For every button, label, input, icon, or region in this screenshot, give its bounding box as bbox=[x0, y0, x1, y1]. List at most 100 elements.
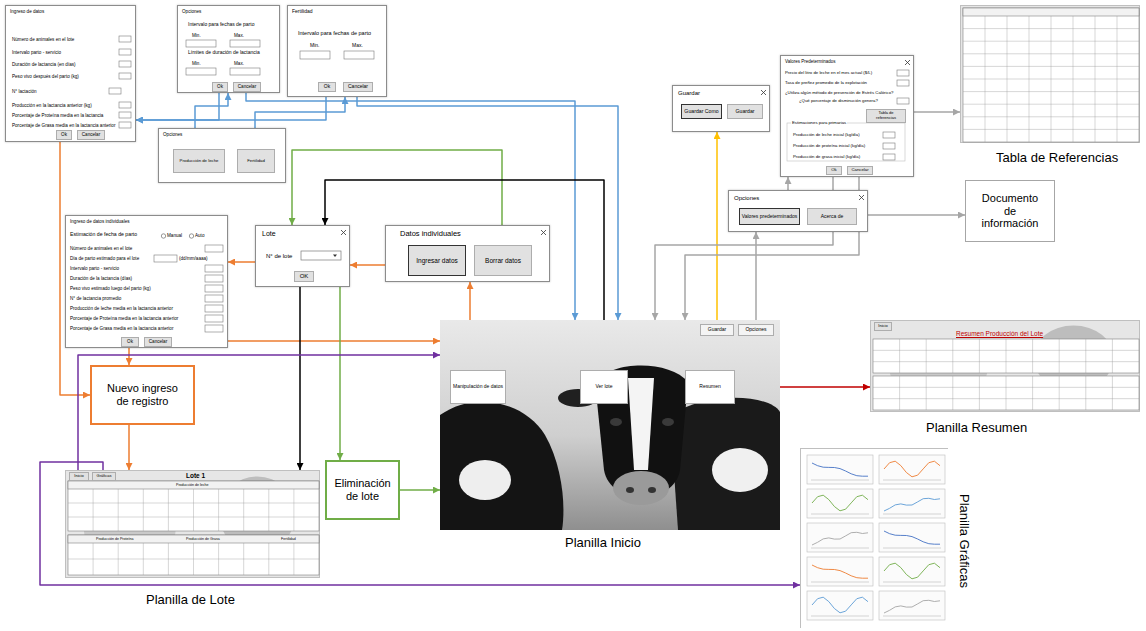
chart-axis bbox=[811, 616, 869, 617]
close-icon bbox=[341, 230, 346, 235]
cow-nostril bbox=[648, 487, 656, 493]
table-line bbox=[268, 543, 269, 575]
sheet-title: Resumen Producción del Lote bbox=[956, 330, 1043, 337]
connector bbox=[716, 132, 718, 324]
table-line bbox=[979, 376, 980, 410]
group-box bbox=[787, 123, 905, 161]
chart-panel bbox=[879, 489, 945, 518]
input-field bbox=[186, 68, 216, 75]
table-line bbox=[1029, 16, 1030, 142]
field-label: Max. bbox=[352, 43, 363, 49]
dialog-button: Acerca de bbox=[807, 208, 857, 225]
button-label: Cancelar bbox=[348, 84, 368, 90]
dialog-window: OpcionesValores predeterminadosAcerca de bbox=[728, 190, 868, 232]
connector bbox=[136, 92, 219, 120]
dialog-window: GuardarGuardar ComoGuardar bbox=[672, 85, 770, 132]
button-label: Gráficas bbox=[97, 474, 112, 479]
dialog-button: Manipulación de datos bbox=[450, 370, 506, 404]
box-label: Documento de información bbox=[979, 192, 1041, 230]
table-line bbox=[1112, 376, 1113, 410]
button-label: Inicio bbox=[74, 474, 83, 479]
dialog-title: Fertilidad bbox=[292, 9, 313, 15]
input-field bbox=[897, 98, 909, 104]
input-field bbox=[205, 245, 223, 252]
cancel-button: Cancelar bbox=[343, 82, 373, 92]
chart-line bbox=[812, 565, 868, 578]
table-line bbox=[979, 339, 980, 373]
chart-line bbox=[884, 461, 940, 477]
button-label: Resumen bbox=[699, 384, 720, 390]
connector bbox=[755, 232, 757, 324]
button-label: Borrar datos bbox=[485, 257, 521, 264]
input-field bbox=[119, 112, 131, 118]
chart-axis bbox=[811, 480, 869, 481]
chart-axis bbox=[883, 548, 941, 549]
dialog-window: LoteN° de loteOK bbox=[255, 225, 350, 287]
connector bbox=[78, 355, 440, 472]
decoration bbox=[801, 449, 949, 629]
sheet-caption: Planilla de Lote bbox=[146, 593, 235, 608]
process-box: Eliminación de lote bbox=[325, 460, 400, 520]
table-line bbox=[193, 543, 194, 575]
radio-button bbox=[189, 234, 193, 238]
chart-panel bbox=[807, 455, 873, 484]
table-line bbox=[952, 339, 953, 373]
chart-panel bbox=[807, 557, 873, 586]
input-field bbox=[230, 40, 260, 47]
button-label: Producción de leche bbox=[180, 159, 219, 164]
field-label: N° de lote bbox=[266, 253, 292, 260]
button-label: Ok bbox=[61, 132, 67, 137]
dialog-window: OpcionesProducción de lecheFertilidad bbox=[158, 128, 286, 183]
spreadsheet-thumbnail: Resumen Producción del LotePlanilla Resu… bbox=[870, 320, 1140, 412]
field-label: Estimación de fecha de parto bbox=[70, 232, 137, 238]
table-line bbox=[952, 376, 953, 410]
dialog-title: Ingreso de datos individuales bbox=[70, 219, 130, 224]
chart-line bbox=[884, 498, 940, 511]
field-label: Producción de leche bbox=[176, 483, 209, 487]
input-field bbox=[883, 143, 895, 149]
table-line bbox=[118, 543, 119, 575]
process-box: Documento de información bbox=[965, 180, 1055, 242]
spreadsheet-thumbnail: Tabla de Referencias bbox=[960, 5, 1140, 143]
input-field bbox=[205, 305, 223, 312]
button-label: Ok bbox=[127, 339, 133, 344]
button-label: Tabla de referencias bbox=[868, 111, 904, 120]
table-line bbox=[1059, 376, 1060, 410]
field-label: Producción de proteína inicial (kg/día) bbox=[793, 144, 865, 149]
button-label: Ok bbox=[324, 84, 330, 90]
input-field bbox=[109, 88, 121, 94]
connector bbox=[906, 111, 960, 113]
chart-line bbox=[812, 532, 868, 545]
dialog-button: Producción de leche bbox=[173, 149, 225, 173]
chart-axis bbox=[883, 514, 941, 515]
cow-patch bbox=[459, 460, 511, 500]
table-line bbox=[1117, 16, 1118, 142]
cow-body bbox=[670, 398, 780, 530]
chart-panel bbox=[879, 557, 945, 586]
close-icon bbox=[761, 90, 766, 95]
button-label: Guardar bbox=[735, 109, 754, 115]
field-label: Producción de leche inicial (kg/día) bbox=[793, 133, 860, 138]
dialog-button: Ver lote bbox=[580, 370, 628, 404]
field-label: Fertilidad bbox=[281, 537, 296, 541]
field-label: Producción de Proteína bbox=[96, 537, 134, 541]
input-field bbox=[230, 68, 260, 75]
table-line bbox=[1112, 339, 1113, 373]
table-line bbox=[1051, 16, 1052, 142]
field-label: Min. bbox=[192, 33, 201, 38]
field-label: Min. bbox=[192, 61, 201, 66]
button-label: Valores predeterminados bbox=[742, 214, 798, 220]
close-icon bbox=[859, 195, 864, 200]
button-label: Fertilidad bbox=[247, 159, 265, 164]
chart-axis bbox=[811, 514, 869, 515]
field-label: Peso vivo después del parto (kg) bbox=[12, 74, 79, 79]
table-line bbox=[985, 16, 986, 142]
decoration bbox=[961, 6, 1141, 144]
photo-background bbox=[440, 320, 780, 530]
input-field bbox=[119, 102, 131, 108]
chart-panel bbox=[879, 591, 945, 620]
sheet-caption: Planilla Inicio bbox=[565, 536, 641, 551]
dialog-button: Resumen bbox=[685, 370, 735, 404]
decoration bbox=[288, 6, 388, 98]
input-field bbox=[883, 132, 895, 138]
